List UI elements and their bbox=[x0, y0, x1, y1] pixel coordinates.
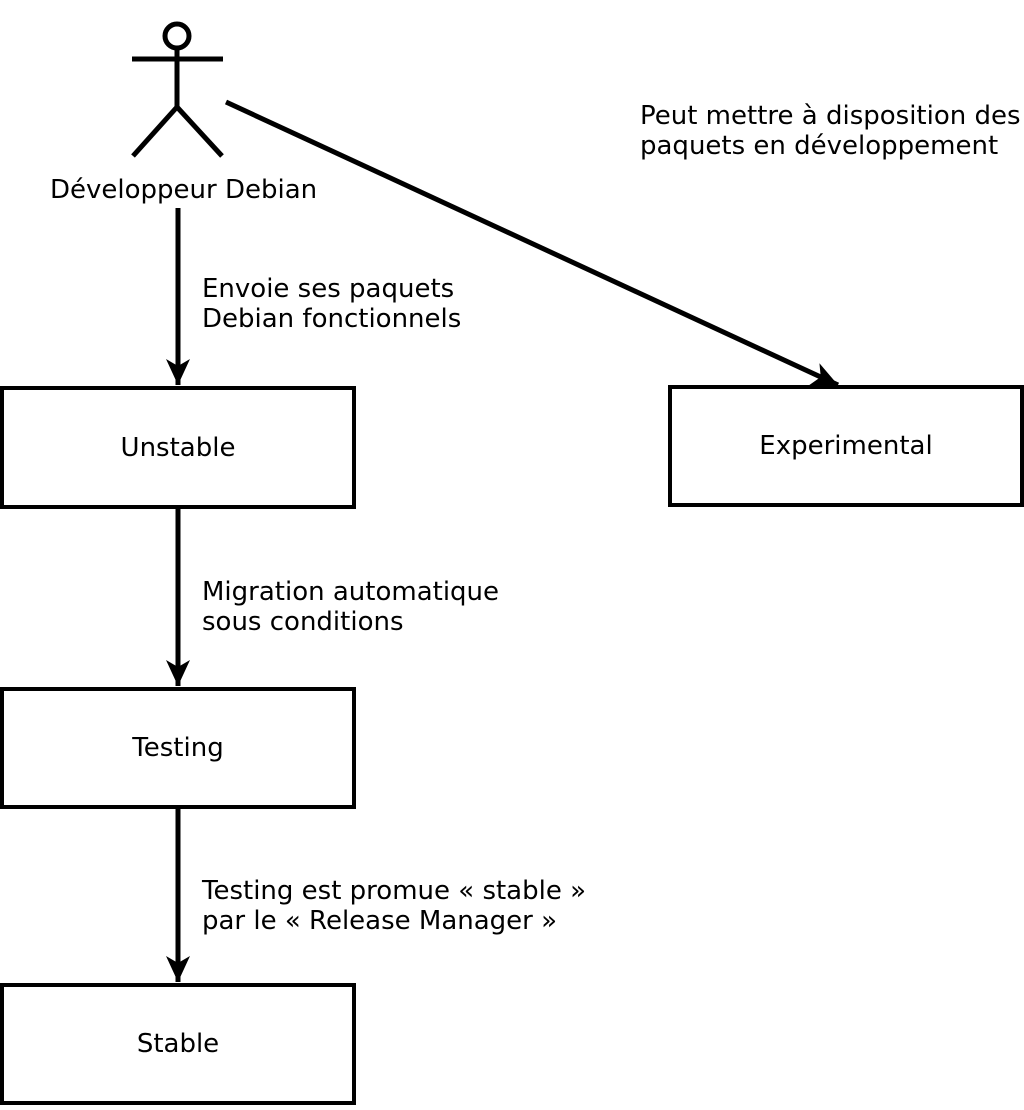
box-stable: Stable bbox=[0, 983, 356, 1105]
note-migration-line1: Migration automatique bbox=[202, 577, 500, 607]
note-upload-line1: Envoie ses paquets bbox=[202, 274, 455, 304]
box-stable-label: Stable bbox=[136, 1029, 220, 1059]
developer-actor-icon bbox=[131, 21, 224, 158]
note-upload-line2: Debian fonctionnels bbox=[202, 304, 462, 334]
actor-right-leg-icon bbox=[175, 105, 224, 158]
note-migration: Migration automatique sous conditions bbox=[202, 577, 499, 637]
note-promotion-line2: par le « Release Manager » bbox=[202, 906, 558, 936]
box-testing-label: Testing bbox=[132, 733, 224, 763]
box-unstable-label: Unstable bbox=[120, 432, 236, 463]
box-experimental: Experimental bbox=[668, 385, 1024, 507]
note-experimental-line1: Peut mettre à disposition des bbox=[640, 101, 1021, 131]
actor-left-leg-icon bbox=[131, 105, 179, 158]
arrow-developer-to-experimental bbox=[224, 99, 840, 388]
note-promotion: Testing est promue « stable » par le « R… bbox=[202, 876, 586, 936]
note-upload: Envoie ses paquets Debian fonctionnels bbox=[202, 274, 461, 334]
actor-head-icon bbox=[162, 21, 192, 51]
box-testing: Testing bbox=[0, 687, 356, 809]
note-promotion-line1: Testing est promue « stable » bbox=[202, 876, 587, 906]
box-unstable: Unstable bbox=[0, 386, 356, 509]
note-experimental: Peut mettre à disposition des paquets en… bbox=[640, 101, 1021, 161]
box-experimental-label: Experimental bbox=[759, 431, 933, 461]
note-experimental-line2: paquets en développement bbox=[640, 131, 999, 161]
note-migration-line2: sous conditions bbox=[202, 607, 404, 637]
actor-label: Développeur Debian bbox=[50, 175, 318, 205]
